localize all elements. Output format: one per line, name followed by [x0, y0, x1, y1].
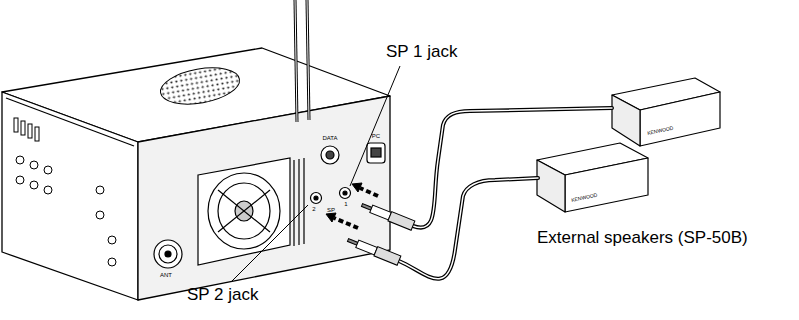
sp1-jack — [343, 191, 347, 195]
leader-line — [232, 205, 308, 281]
arrow-head — [326, 213, 336, 222]
plug-sleeve — [370, 205, 392, 220]
speaker-front — [565, 158, 648, 212]
sp2-jack — [311, 193, 322, 204]
fan-ring — [218, 183, 270, 239]
radio-rear — [138, 96, 390, 300]
power-cable — [295, 0, 309, 122]
connector — [165, 251, 171, 257]
plug-body — [388, 212, 415, 231]
arrow-head — [352, 183, 362, 192]
vent — [21, 121, 25, 135]
button — [108, 258, 116, 266]
heatsink-fin — [298, 159, 299, 245]
data-connector — [321, 146, 339, 164]
panel-marking: 2 — [312, 206, 315, 213]
button — [44, 186, 52, 194]
button — [108, 236, 116, 244]
vent — [28, 124, 32, 138]
panel-marking: DATA — [322, 135, 337, 142]
cable — [413, 108, 612, 228]
cable — [399, 178, 538, 279]
cooling-fan — [198, 158, 304, 265]
cable — [399, 178, 538, 279]
sp1-jack — [340, 188, 351, 199]
connector — [154, 240, 182, 268]
cable — [307, 0, 309, 120]
plug-tip — [347, 239, 357, 246]
front-controls — [14, 118, 116, 266]
plug — [360, 200, 415, 230]
heatsink-fin — [303, 158, 304, 244]
speaker-side — [612, 95, 640, 146]
vent — [35, 127, 39, 141]
speaker-grille — [158, 62, 243, 109]
button — [30, 161, 38, 169]
insert-arrows — [326, 183, 378, 228]
speaker-side — [537, 160, 565, 212]
insert-arrow — [334, 218, 358, 228]
button — [30, 181, 38, 189]
speaker-front — [640, 92, 720, 146]
grille — [158, 62, 243, 109]
fan-ring — [208, 173, 280, 249]
leader-lines — [232, 66, 400, 281]
radio-body — [2, 48, 390, 300]
cable — [295, 0, 297, 122]
button — [16, 156, 24, 164]
rear-connectors — [311, 143, 386, 204]
sp2-jack — [314, 196, 318, 200]
speaker-cables — [399, 108, 612, 279]
plug — [346, 235, 401, 265]
connector — [159, 245, 177, 263]
button — [16, 176, 24, 184]
insert-arrow — [360, 188, 378, 196]
cable — [295, 0, 297, 122]
data-connector — [326, 151, 334, 159]
radio-front — [2, 92, 138, 300]
fan-frame — [198, 158, 290, 265]
leader-line — [350, 66, 400, 186]
heatsink-fin — [293, 160, 294, 246]
cable — [307, 0, 309, 120]
fan-guard — [218, 190, 270, 232]
external-speaker — [612, 78, 720, 146]
external-speaker — [537, 143, 648, 212]
vent — [14, 118, 18, 132]
edge-line — [6, 98, 134, 146]
panel-marking: SP — [327, 207, 335, 214]
jack-label: SP 2 jack — [187, 285, 259, 305]
jack-label: SP 1 jack — [386, 42, 458, 62]
plug-sleeve — [356, 240, 378, 255]
ant-connector — [154, 240, 182, 268]
plug-tip — [361, 204, 371, 211]
cable — [413, 108, 612, 228]
pc-connector — [367, 143, 385, 163]
panel-marking: ANT — [160, 272, 172, 279]
pc-connector — [371, 148, 381, 157]
button — [44, 166, 52, 174]
plug-body — [374, 247, 401, 266]
part-name: External speakers (SP-50B) — [537, 228, 748, 248]
button — [96, 211, 104, 219]
button — [96, 186, 104, 194]
fan-guard — [218, 190, 270, 232]
panel-marking: PC — [372, 133, 380, 140]
panel-marking: 1 — [344, 201, 347, 208]
